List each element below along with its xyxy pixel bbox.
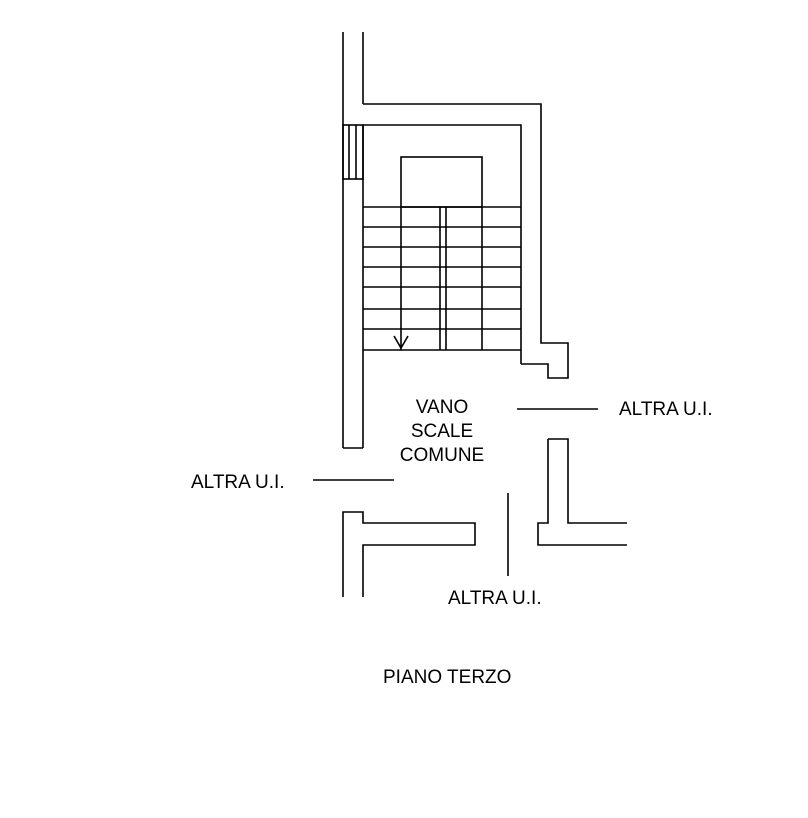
right-lower-wall	[537, 438, 627, 546]
unit-label-right: ALTRA U.I.	[619, 399, 713, 420]
stair-landing	[400, 156, 483, 208]
wall-frame	[342, 124, 364, 180]
room-label-line-3: COMUNE	[399, 445, 485, 466]
stair-direction-arrow	[393, 335, 409, 350]
room-label-line-1: VANO	[415, 397, 469, 418]
floor-label: PIANO TERZO	[383, 667, 512, 688]
unit-label-left: ALTRA U.I.	[191, 472, 285, 493]
left-wall	[342, 32, 364, 449]
stair-divider	[439, 207, 447, 350]
room-label: VANO SCALE COMUNE	[384, 396, 500, 468]
unit-label-bottom: ALTRA U.I.	[448, 588, 542, 609]
top-right-wall	[363, 103, 569, 379]
left-lower-wall	[342, 511, 476, 597]
room-label-line-2: SCALE	[410, 421, 474, 442]
stair-steps	[363, 206, 521, 351]
